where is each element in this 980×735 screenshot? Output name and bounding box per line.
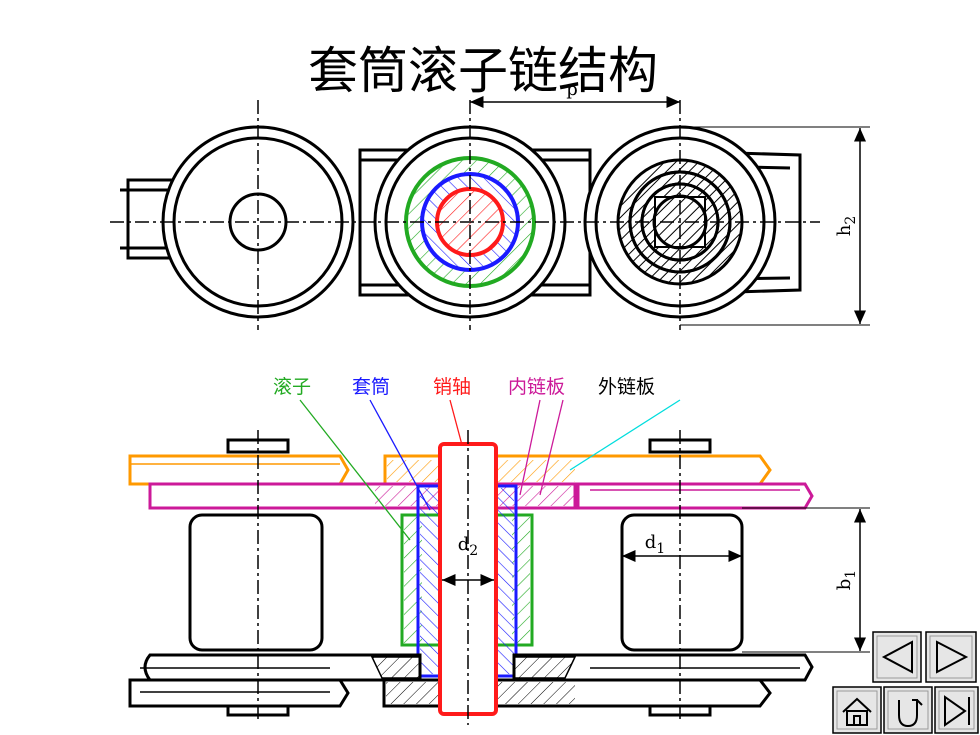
svg-text:b1: b1 <box>834 570 859 590</box>
next-icon <box>936 640 969 674</box>
centerlines-top <box>110 100 820 330</box>
h2-dimension: h2 <box>680 126 870 326</box>
d2-dimension: d2 <box>442 534 494 586</box>
nav-prev-button[interactable] <box>872 631 922 683</box>
part-labels: 滚子 套筒 销轴 内链板 外链板 <box>273 376 655 398</box>
end-icon <box>944 695 970 727</box>
chain-side-view <box>120 125 802 319</box>
nav-home-button[interactable] <box>832 686 882 734</box>
nav-next-button[interactable] <box>925 631 977 683</box>
svg-text:h2: h2 <box>834 216 859 237</box>
label-roller: 滚子 <box>273 376 311 398</box>
nav-return-button[interactable] <box>883 686 933 734</box>
b1-dimension: b1 <box>742 507 870 653</box>
previous-icon <box>881 640 913 674</box>
pitch-dimension: p <box>470 79 680 108</box>
d1-dimension: d1 <box>622 532 742 562</box>
b1-subscript: 1 <box>843 570 859 579</box>
page-title: 套筒滚子链结构 <box>308 42 658 100</box>
h2-label: h <box>834 224 855 236</box>
label-outer-plate: 外链板 <box>598 376 655 398</box>
svg-text:d1: d1 <box>645 532 665 557</box>
centerlines-bottom <box>257 430 681 725</box>
label-bushing: 套筒 <box>352 376 390 398</box>
home-icon <box>842 697 872 726</box>
label-inner-plate: 内链板 <box>508 376 565 398</box>
d2-label: d <box>458 534 470 555</box>
leader-lines <box>299 399 681 541</box>
return-icon <box>898 699 923 728</box>
label-pin: 销轴 <box>433 376 471 398</box>
nav-end-button[interactable] <box>934 686 979 734</box>
d1-subscript: 1 <box>656 541 665 557</box>
d1-label: d <box>645 532 657 553</box>
b1-label: b <box>834 579 855 591</box>
svg-text:d2: d2 <box>458 534 478 559</box>
h2-subscript: 2 <box>843 216 859 225</box>
pitch-label: p <box>566 79 578 100</box>
d2-subscript: 2 <box>469 543 478 559</box>
bottom-plates <box>128 653 814 708</box>
